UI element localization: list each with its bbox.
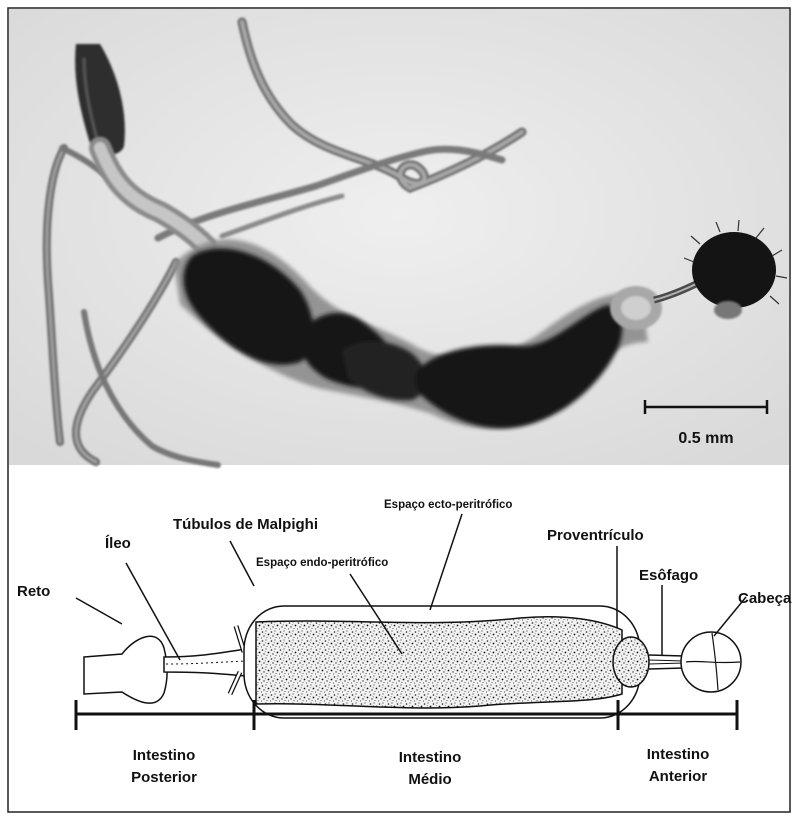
region-medio-line2: Médio <box>408 771 451 788</box>
diagram-labels: Reto Íleo Túbulos de Malpighi Espaço end… <box>17 499 792 607</box>
label-esofago: Esôfago <box>639 567 698 584</box>
label-tubulos: Túbulos de Malpighi <box>173 516 318 533</box>
region-labels: Intestino Posterior Intestino Médio Inte… <box>131 746 709 788</box>
midgut-inner <box>256 617 622 708</box>
micrograph-photo: 0.5 mm <box>9 9 789 465</box>
reto-shape <box>84 636 167 703</box>
region-anterior-line2: Anterior <box>649 768 708 785</box>
region-posterior-line2: Posterior <box>131 769 197 786</box>
region-medio-line1: Intestino <box>399 749 462 766</box>
label-cabeca: Cabeça <box>738 590 792 607</box>
proventriculo-shape <box>613 637 649 687</box>
label-ileo: Íleo <box>105 535 131 552</box>
esofago-shape <box>649 655 684 669</box>
gut-schematic <box>84 606 741 718</box>
label-ecto: Espaço ecto-peritrófico <box>384 499 512 511</box>
region-posterior-line1: Intestino <box>133 747 196 764</box>
region-anterior-line1: Intestino <box>647 746 710 763</box>
scale-bar-label: 0.5 mm <box>678 430 733 447</box>
label-proventriculo: Proventrículo <box>547 527 644 544</box>
label-reto: Reto <box>17 583 50 600</box>
label-endo: Espaço endo-peritrófico <box>256 557 388 569</box>
